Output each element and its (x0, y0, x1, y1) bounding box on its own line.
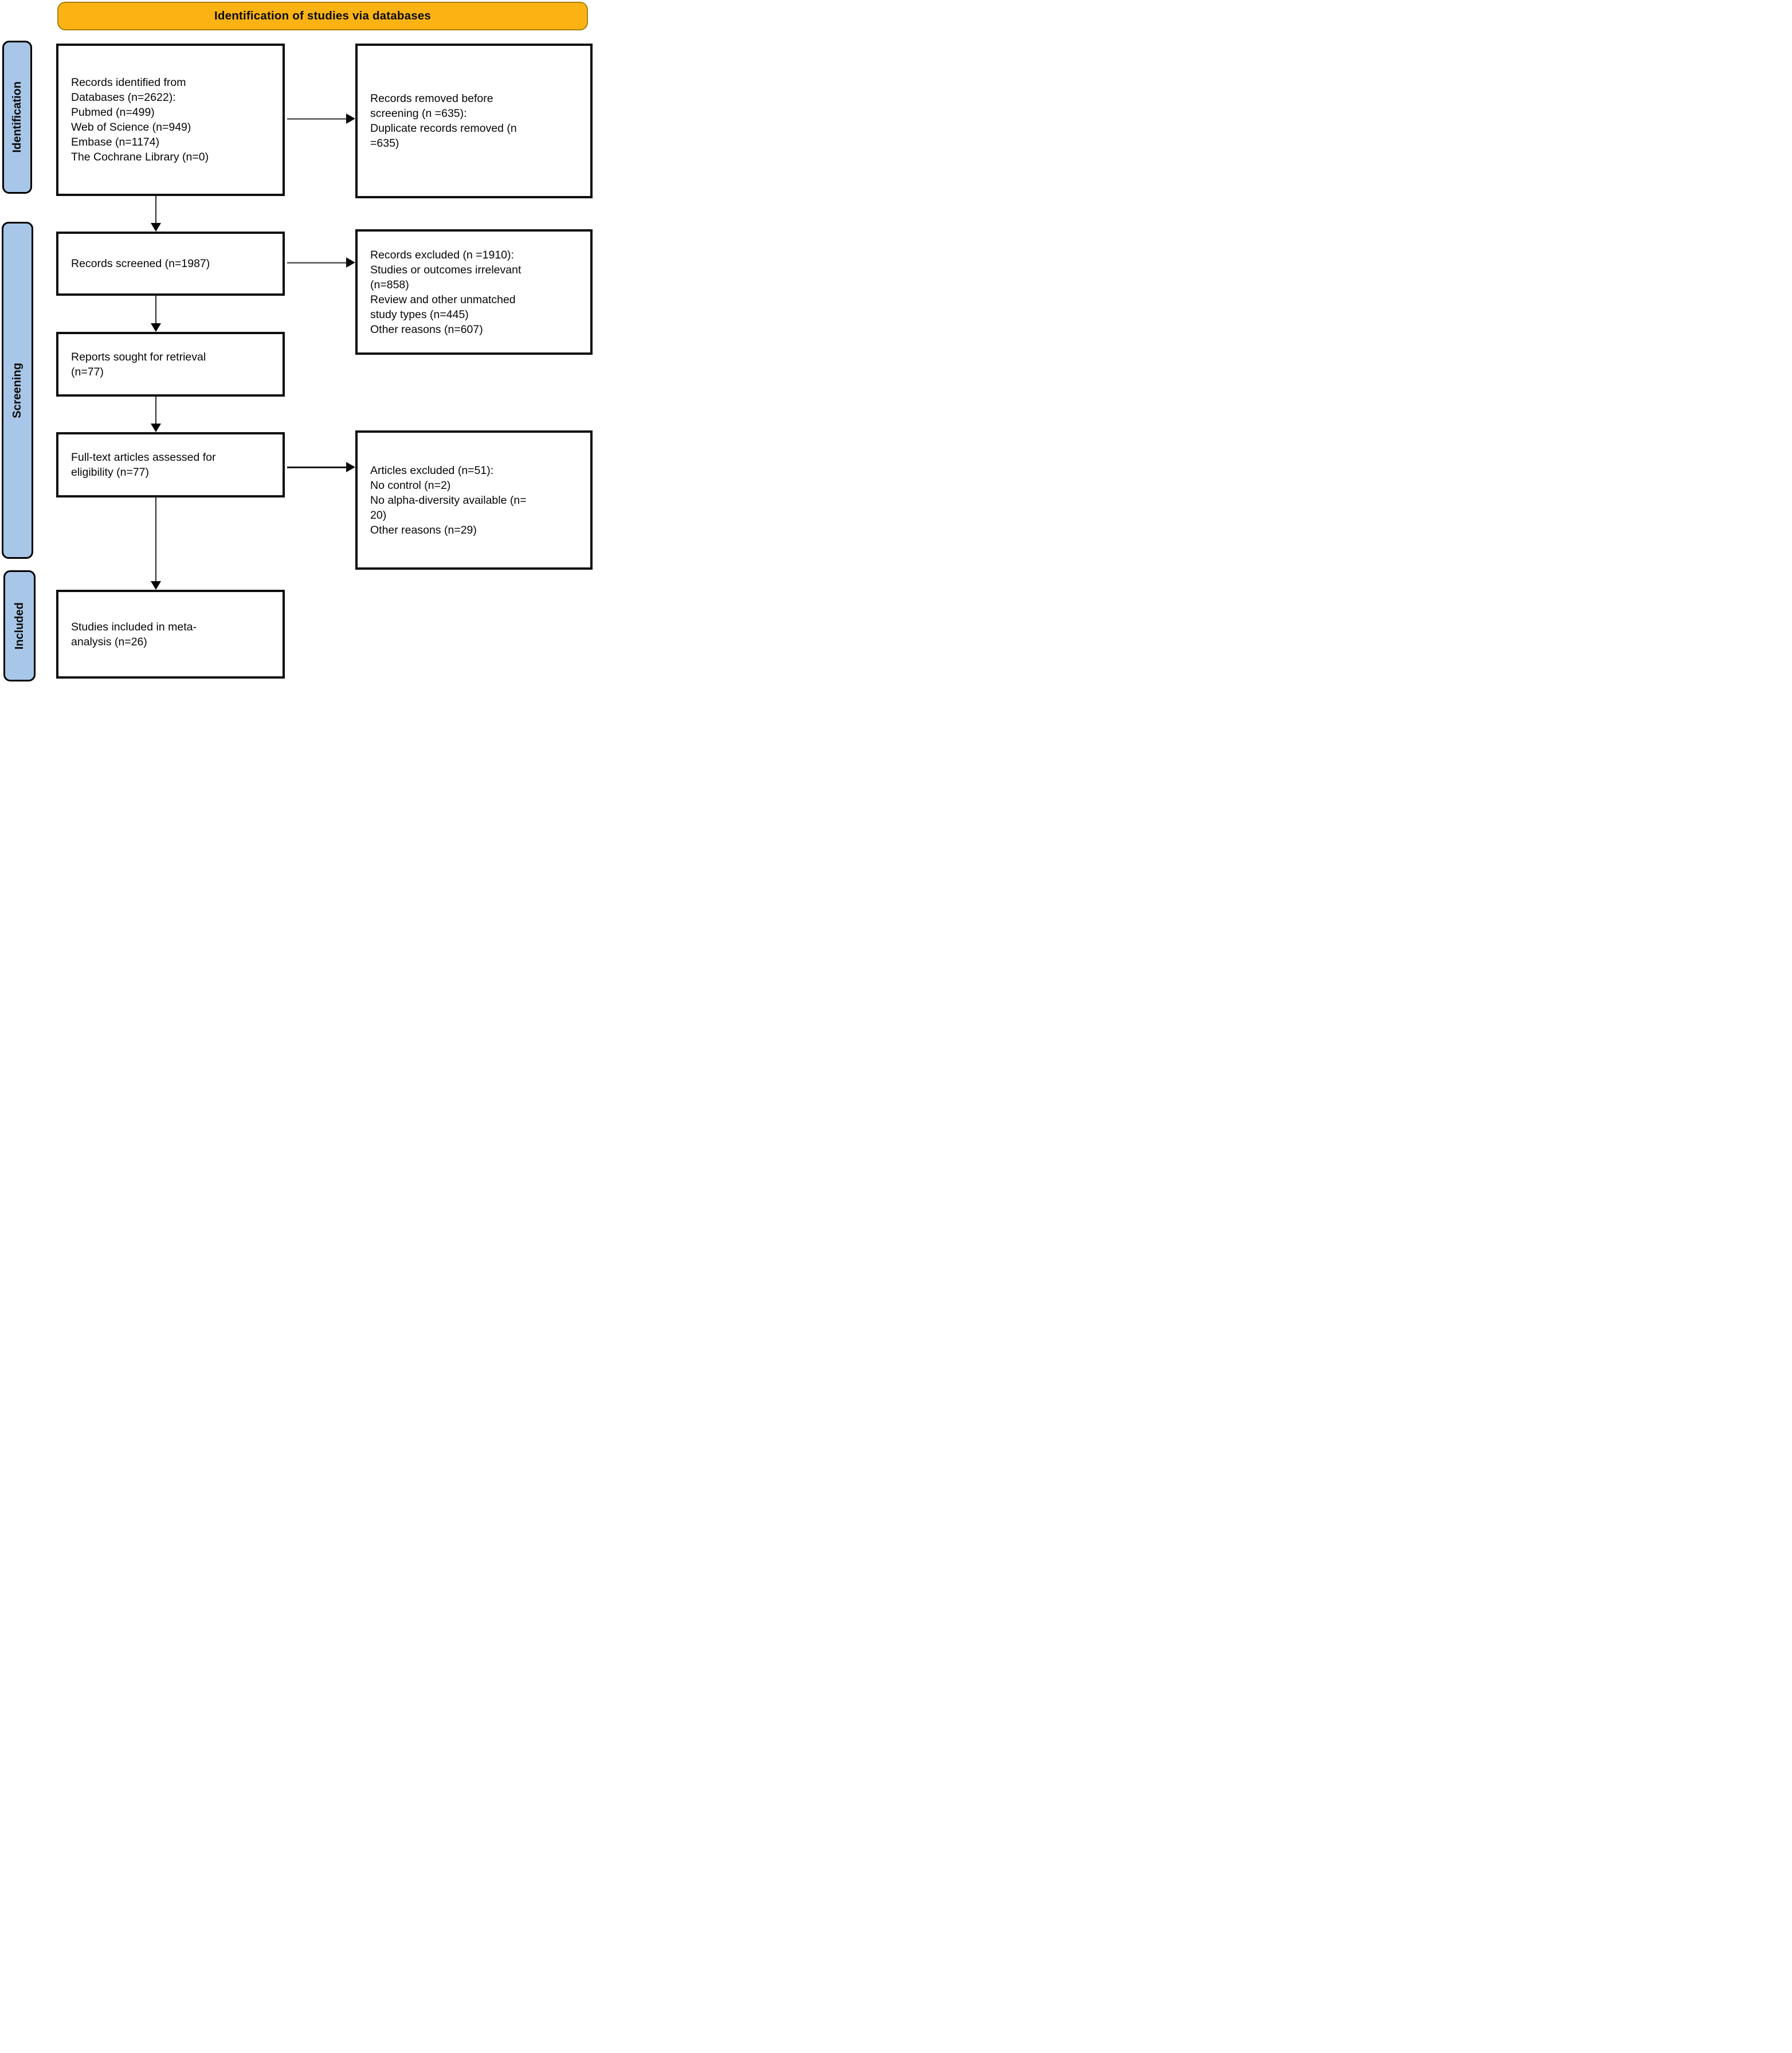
box-text-line: Records removed before (370, 92, 493, 105)
stage-label-included: Included (3, 570, 36, 681)
box-text-line: No control (n=2) (370, 479, 451, 492)
box-text-line: Studies included in meta- (71, 620, 197, 633)
box-text-line: analysis (n=26) (71, 635, 147, 648)
box-text-line: (n=858) (370, 278, 409, 291)
box-text-line: Full-text articles assessed for (71, 451, 216, 464)
arrow-shaft (287, 117, 346, 120)
arrow-shaft (155, 497, 156, 582)
box-studies-included: Studies included in meta- analysis (n=26… (56, 590, 285, 679)
box-fulltext-assessed: Full-text articles assessed for eligibil… (56, 432, 285, 497)
box-text-line: Records excluded (n =1910): (370, 248, 514, 261)
box-records-excluded: Records excluded (n =1910): Studies or o… (355, 229, 593, 355)
arrow-shaft (155, 397, 156, 425)
box-text-line: Reports sought for retrieval (71, 350, 206, 363)
box-text-line: screening (n =635): (370, 107, 467, 120)
box-text-line: Articles excluded (n=51): (370, 464, 494, 477)
box-text-line: Embase (n=1174) (71, 136, 160, 148)
box-text-line: Other reasons (n=607) (370, 323, 483, 336)
arrow-down-icon (151, 323, 161, 332)
box-text-line: =635) (370, 137, 399, 150)
arrow-right-icon (346, 113, 355, 124)
box-text-line: 20) (370, 508, 387, 522)
arrow-screened-to-reports-sought (150, 296, 162, 332)
box-text-line: The Cochrane Library (n=0) (71, 151, 209, 163)
box-text-line: Review and other unmatched (370, 293, 516, 306)
box-text-line: Databases (n=2622): (71, 91, 176, 104)
arrow-shaft (287, 261, 346, 264)
arrow-shaft (155, 296, 156, 324)
box-records-removed: Records removed before screening (n =635… (355, 44, 593, 198)
stage-included-text: Included (13, 602, 26, 650)
box-text-line: Duplicate records removed (n (370, 122, 517, 135)
stage-label-identification: Identification (2, 41, 32, 194)
arrow-fulltext-to-included (150, 497, 162, 590)
box-text-line: eligibility (n=77) (71, 466, 150, 479)
arrow-right-icon (346, 257, 355, 268)
arrow-identified-to-removed (287, 113, 355, 124)
stage-identification-text: Identification (10, 81, 23, 153)
banner-title: Identification of studies via databases (214, 9, 432, 22)
arrow-right-icon (346, 462, 355, 472)
banner-identification-via-databases: Identification of studies via databases (57, 2, 588, 30)
box-text-line: Other reasons (n=29) (370, 523, 477, 536)
arrow-shaft (155, 196, 156, 224)
box-text-line: Records identified from (71, 76, 186, 89)
arrow-down-icon (151, 223, 161, 232)
arrow-fulltext-to-articles-excluded (287, 461, 355, 473)
stage-label-screening: Screening (2, 222, 33, 559)
arrow-screened-to-excluded (287, 257, 355, 268)
box-articles-excluded: Articles excluded (n=51): No control (n=… (355, 430, 593, 570)
arrow-down-icon (151, 424, 161, 432)
box-text-line: Records screened (n=1987) (71, 257, 210, 270)
box-text-line: Web of Science (n=949) (71, 121, 191, 134)
prisma-flow-diagram: Identification of studies via databases … (0, 0, 597, 684)
arrow-reports-to-fulltext (150, 397, 162, 432)
box-text-line: (n=77) (71, 365, 104, 378)
stage-screening-text: Screening (11, 362, 23, 418)
box-text-line: study types (n=445) (370, 308, 469, 321)
arrow-down-icon (151, 581, 161, 590)
box-records-screened: Records screened (n=1987) (56, 232, 285, 296)
arrow-shaft (287, 466, 346, 468)
arrow-identified-to-screened (150, 196, 162, 232)
box-text-line: No alpha-diversity available (n= (370, 493, 527, 507)
box-records-identified: Records identified from Databases (n=262… (56, 44, 285, 196)
box-text-line: Pubmed (n=499) (71, 106, 155, 119)
box-reports-sought: Reports sought for retrieval (n=77) (56, 332, 285, 397)
box-text-line: Studies or outcomes irrelevant (370, 263, 521, 276)
